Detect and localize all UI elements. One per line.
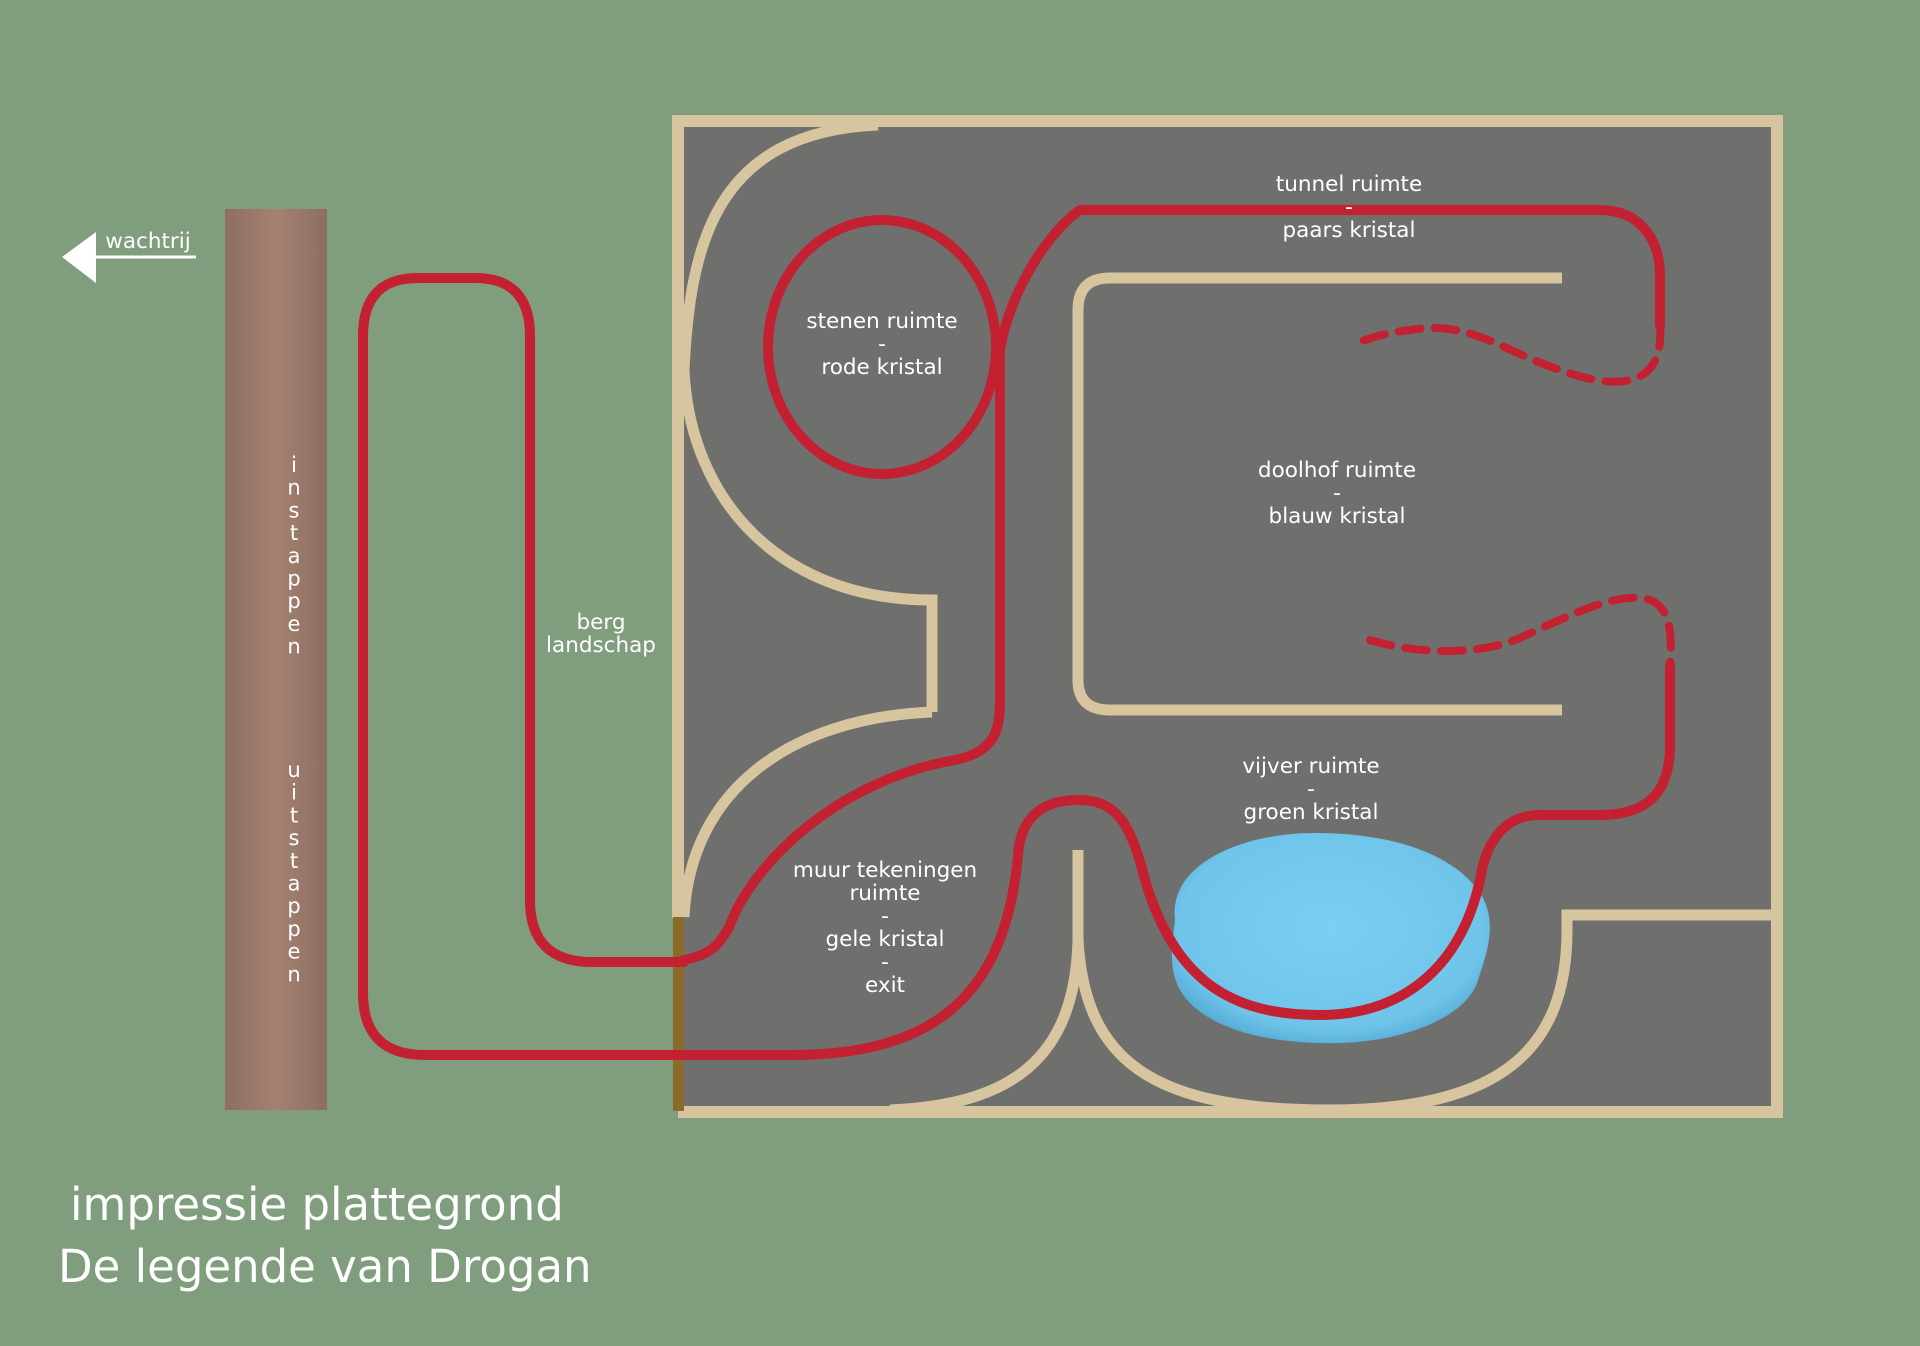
room-tunnel-dash: - xyxy=(1345,195,1353,220)
wall-muur-room xyxy=(678,706,933,918)
ride-track xyxy=(358,205,1675,1060)
track-main xyxy=(679,205,1665,965)
room-stenen-line2: rode kristal xyxy=(821,355,942,380)
room-tunnel-line1: tunnel ruimte xyxy=(1276,172,1422,197)
wall-doolhof-room xyxy=(1072,272,1562,716)
arrow-left-icon xyxy=(62,232,96,283)
plan-title-line1: impressie plattegrond xyxy=(70,1178,564,1231)
track-doolhof-dotted xyxy=(1366,593,1675,669)
room-label-vijver: vijver ruimte - groen kristal xyxy=(1242,754,1379,825)
room-muur-line1: muur tekeningen xyxy=(793,858,977,883)
station-platform xyxy=(225,209,327,1110)
room-stenen-line1: stenen ruimte xyxy=(806,309,957,334)
room-muur-line2: ruimte xyxy=(849,881,920,906)
room-berg-line1: berg xyxy=(577,610,626,635)
room-doolhof-dash: - xyxy=(1333,481,1341,506)
wall-vijver-room xyxy=(1072,909,1775,1116)
room-label-muur: muur tekeningen ruimte - gele kristal - … xyxy=(793,858,977,998)
plan-title-line2: De legende van Drogan xyxy=(58,1240,592,1293)
room-muur-line4: exit xyxy=(865,973,905,998)
track-dotted xyxy=(1356,321,1675,669)
queue-arrow xyxy=(62,232,196,283)
queue-label: wachtrij xyxy=(105,229,190,254)
room-label-stenen: stenen ruimte - rode kristal xyxy=(806,309,957,380)
room-muur-dash1: - xyxy=(881,904,889,929)
room-muur-dash2: - xyxy=(881,950,889,975)
track-return xyxy=(358,273,1675,1060)
inner-walls xyxy=(678,119,1775,1116)
room-muur-line3: gele kristal xyxy=(826,927,945,952)
room-vijver-line1: vijver ruimte xyxy=(1242,754,1379,779)
room-label-berg: berg landschap xyxy=(546,610,656,658)
track-tunnel-dotted xyxy=(1356,321,1665,386)
track-stenen-loop xyxy=(763,215,1001,479)
room-berg-line2: landschap xyxy=(546,633,656,658)
wall-stenen-room xyxy=(678,119,938,712)
room-doolhof-line2: blauw kristal xyxy=(1269,504,1406,529)
entrance-door xyxy=(673,917,684,1111)
room-tunnel-line2: paars kristal xyxy=(1283,218,1416,243)
room-doolhof-line1: doolhof ruimte xyxy=(1258,458,1416,483)
room-vijver-dash: - xyxy=(1307,777,1315,802)
building-outer-wall xyxy=(672,115,1783,1118)
room-stenen-dash: - xyxy=(878,332,886,357)
room-label-tunnel: tunnel ruimte - paars kristal xyxy=(1276,172,1422,243)
room-vijver-line2: groen kristal xyxy=(1244,800,1379,825)
room-label-doolhof: doolhof ruimte - blauw kristal xyxy=(1258,458,1416,529)
